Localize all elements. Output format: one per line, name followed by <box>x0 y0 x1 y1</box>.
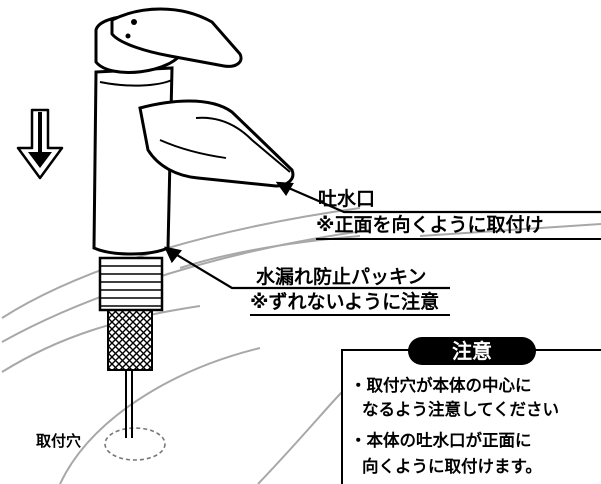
leader-lines <box>164 181 601 290</box>
gasket-note-underline <box>250 314 450 316</box>
caution-heading: 注意 <box>408 337 536 365</box>
gasket-note: ※ずれないように注意 <box>250 291 440 313</box>
caution-line: ・取付穴が本体の中心に <box>350 376 532 395</box>
spout-note: ※正面を向くように取付け <box>316 214 544 236</box>
spout-note-underline <box>316 238 601 240</box>
sink-basin <box>1 207 601 484</box>
caution-box <box>341 349 601 484</box>
gasket-label: 水漏れ防止パッキン <box>256 266 427 288</box>
threaded-shank <box>98 256 164 312</box>
mounting-hole-label: 取付穴 <box>36 432 82 450</box>
supply-hose <box>107 305 153 438</box>
down-arrow-icon <box>16 108 64 180</box>
caution-line: 向くように取付けます。 <box>362 457 542 476</box>
caution-line: なるよう注意してください <box>362 400 560 419</box>
mounting-hole <box>104 427 166 461</box>
spout-label: 吐水口 <box>318 188 376 210</box>
caution-line: ・本体の吐水口が正面に <box>350 431 532 450</box>
faucet-body <box>92 7 295 256</box>
